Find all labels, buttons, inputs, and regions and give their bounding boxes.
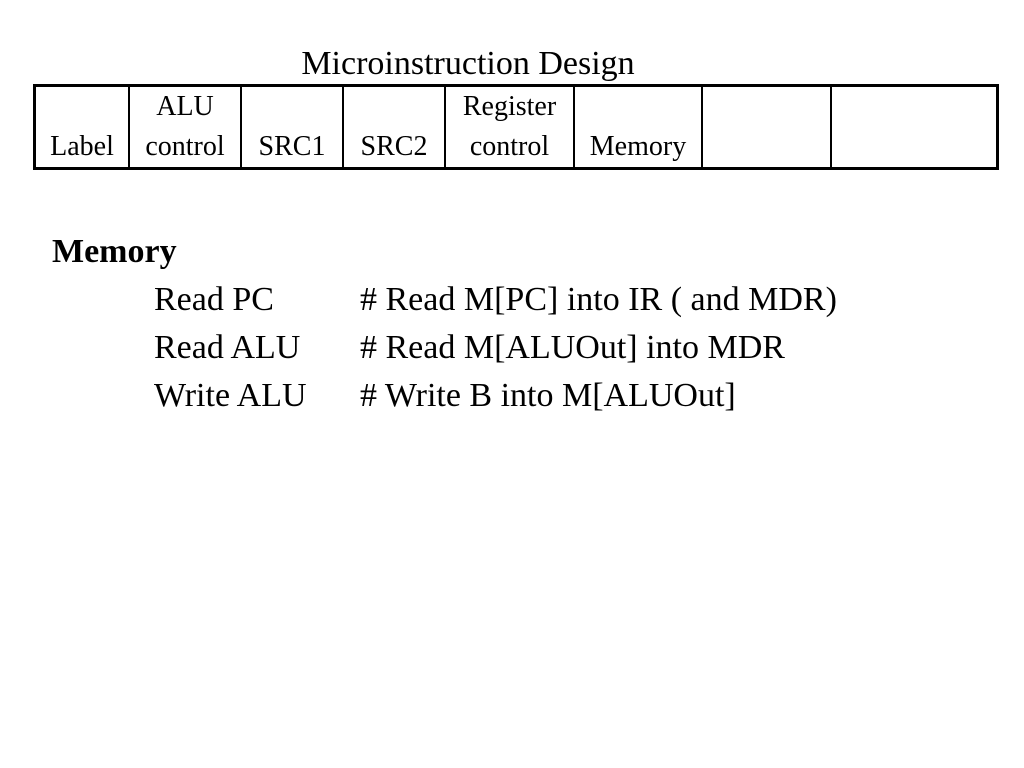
- field-alu-control-line2: control: [145, 131, 225, 162]
- row-operation: Read ALU: [154, 329, 301, 366]
- microinstruction-format-table: Label ALU control SRC1 SRC2 Register con…: [33, 84, 999, 170]
- row-comment: # Read M[ALUOut] into MDR: [360, 329, 785, 366]
- field-empty-2: [832, 87, 996, 167]
- row-comment: # Read M[PC] into IR ( and MDR): [360, 281, 837, 318]
- field-register-control: Register control: [446, 87, 575, 167]
- row-operation: Write ALU: [154, 377, 307, 414]
- list-item: Read PC # Read M[PC] into IR ( and MDR): [52, 276, 837, 324]
- field-src2: SRC2: [344, 87, 446, 167]
- row-comment: # Write B into M[ALUOut]: [360, 377, 736, 414]
- memory-section: Memory Read PC # Read M[PC] into IR ( an…: [52, 228, 837, 420]
- field-register-control-line1: Register: [462, 91, 557, 122]
- field-alu-control: ALU control: [130, 87, 242, 167]
- list-item: Write ALU # Write B into M[ALUOut]: [52, 372, 837, 420]
- row-operation: Read PC: [154, 281, 274, 318]
- field-memory-line2: Memory: [589, 131, 687, 162]
- field-label-line2: Label: [50, 131, 114, 162]
- field-alu-control-line1: ALU: [156, 91, 214, 122]
- field-label: Label: [36, 87, 130, 167]
- section-heading: Memory: [52, 233, 177, 270]
- field-empty-1: [703, 87, 832, 167]
- field-memory: Memory: [575, 87, 703, 167]
- list-item: Read ALU # Read M[ALUOut] into MDR: [52, 324, 837, 372]
- field-src1-line2: SRC1: [258, 131, 326, 162]
- field-src1: SRC1: [242, 87, 344, 167]
- field-src2-line2: SRC2: [360, 131, 428, 162]
- page-title: Microinstruction Design: [301, 45, 635, 82]
- field-register-control-line2: control: [469, 131, 550, 162]
